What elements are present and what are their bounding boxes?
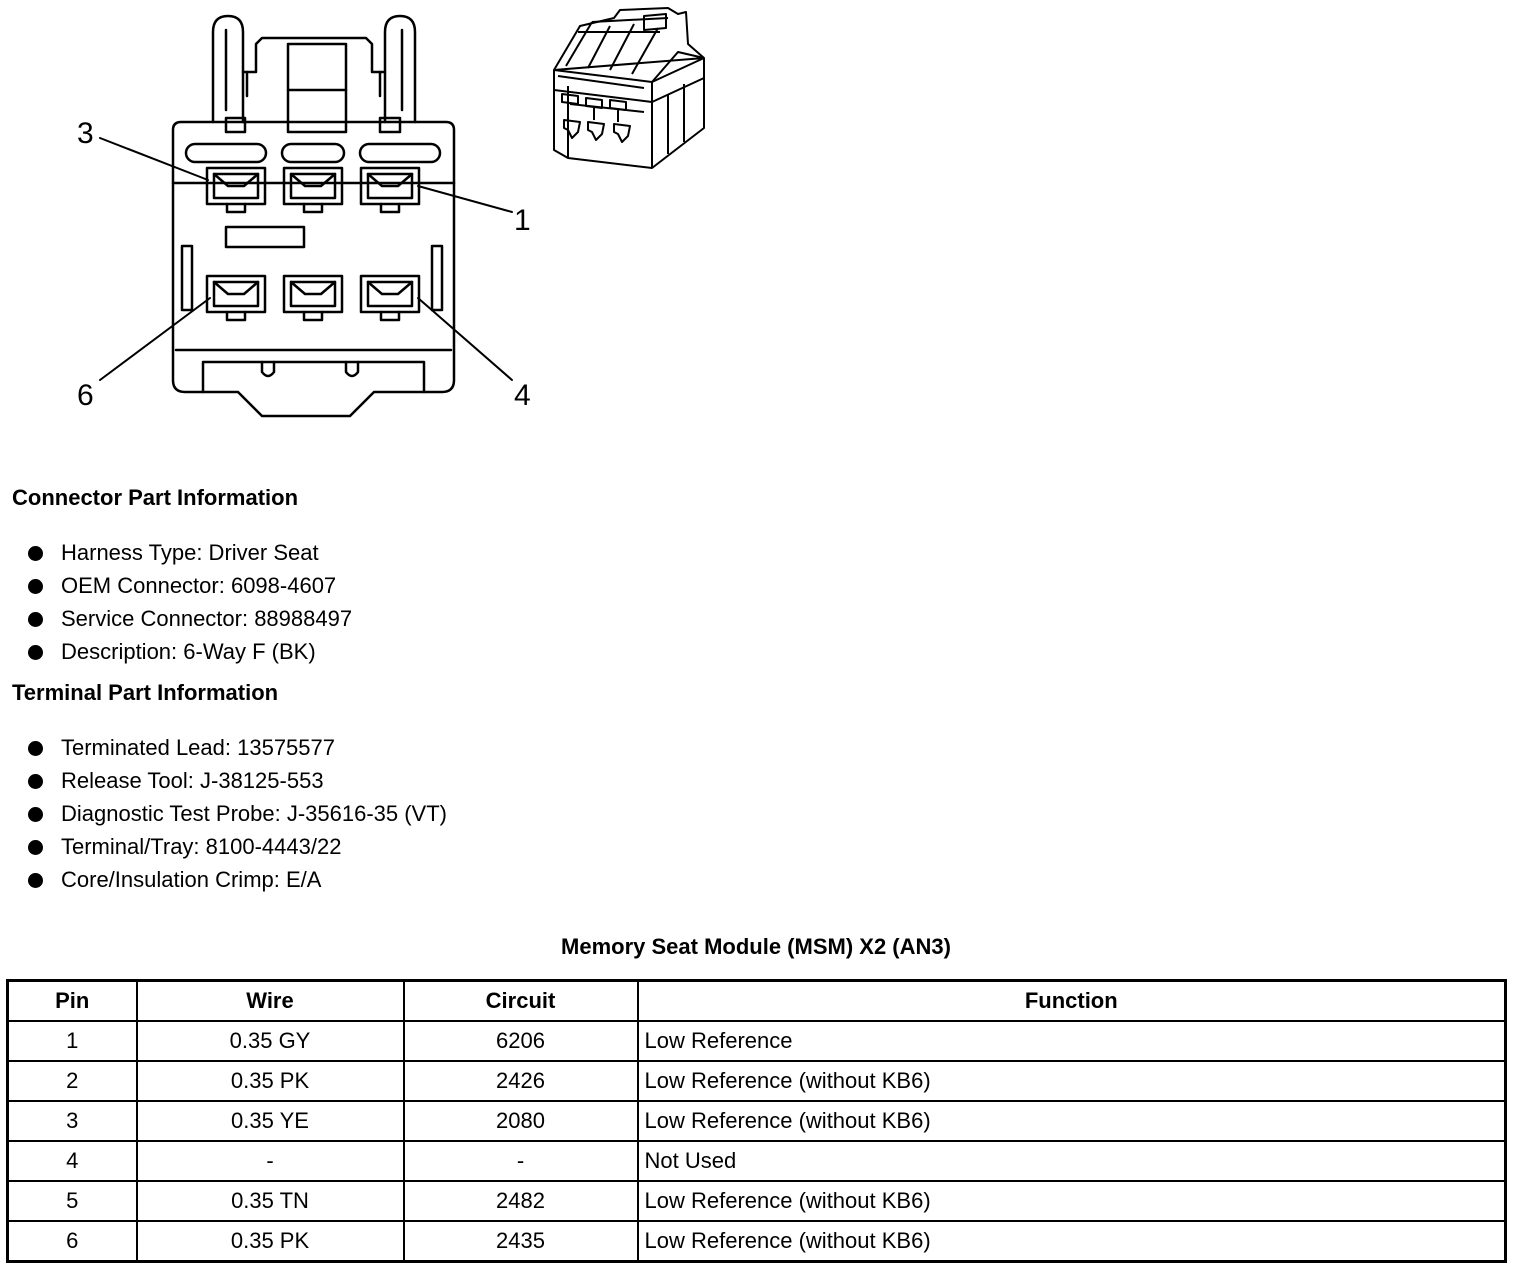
cell-function: Low Reference (without KB6) xyxy=(636,1180,1507,1222)
cell-pin: 4 xyxy=(6,1140,138,1182)
bullet-icon xyxy=(28,807,43,822)
bullet-icon xyxy=(28,774,43,789)
connector-info-list: Harness Type: Driver Seat OEM Connector:… xyxy=(28,536,352,668)
cell-pin: 1 xyxy=(6,1020,138,1062)
header-circuit: Circuit xyxy=(402,979,639,1022)
cell-pin: 2 xyxy=(6,1060,138,1102)
pin-table-title: Memory Seat Module (MSM) X2 (AN3) xyxy=(561,934,951,959)
table-row: 6 0.35 PK 2435 Low Reference (without KB… xyxy=(6,1220,1507,1263)
list-item: Service Connector: 88988497 xyxy=(28,602,352,635)
bullet-icon xyxy=(28,645,43,660)
list-item: Terminal/Tray: 8100-4443/22 xyxy=(28,830,447,863)
cell-wire: 0.35 YE xyxy=(135,1100,405,1142)
bullet-icon xyxy=(28,546,43,561)
list-item: OEM Connector: 6098-4607 xyxy=(28,569,352,602)
cell-wire: - xyxy=(135,1140,405,1182)
list-item: Terminated Lead: 13575577 xyxy=(28,731,447,764)
cell-pin: 6 xyxy=(6,1220,138,1263)
cell-wire: 0.35 GY xyxy=(135,1020,405,1062)
terminal-info-title: Terminal Part Information xyxy=(12,680,279,705)
terminal-info-list: Terminated Lead: 13575577 Release Tool: … xyxy=(28,731,447,896)
table-row: 5 0.35 TN 2482 Low Reference (without KB… xyxy=(6,1180,1507,1222)
list-item: Description: 6-Way F (BK) xyxy=(28,635,352,668)
connector-isometric-illustration xyxy=(553,7,705,169)
list-item: Core/Insulation Crimp: E/A xyxy=(28,863,447,896)
table-row: 2 0.35 PK 2426 Low Reference (without KB… xyxy=(6,1060,1507,1102)
bullet-icon xyxy=(28,873,43,888)
cell-wire: 0.35 PK xyxy=(135,1060,405,1102)
cell-circuit: - xyxy=(402,1140,639,1182)
cell-function: Low Reference xyxy=(636,1020,1507,1062)
list-item: Harness Type: Driver Seat xyxy=(28,536,352,569)
table-header-row: Pin Wire Circuit Function xyxy=(6,979,1507,1022)
cell-circuit: 2080 xyxy=(402,1100,639,1142)
pin-label-3: 3 xyxy=(77,117,94,150)
cell-circuit: 2482 xyxy=(402,1180,639,1222)
header-wire: Wire xyxy=(135,979,405,1022)
cell-function: Low Reference (without KB6) xyxy=(636,1100,1507,1142)
cell-function: Low Reference (without KB6) xyxy=(636,1060,1507,1102)
cell-wire: 0.35 PK xyxy=(135,1220,405,1263)
connector-info-title: Connector Part Information xyxy=(12,485,299,510)
cell-circuit: 2435 xyxy=(402,1220,639,1263)
table-row: 3 0.35 YE 2080 Low Reference (without KB… xyxy=(6,1100,1507,1142)
bullet-icon xyxy=(28,579,43,594)
header-function: Function xyxy=(636,979,1507,1022)
pin-label-1: 1 xyxy=(514,204,531,237)
pin-table: Pin Wire Circuit Function 1 0.35 GY 6206… xyxy=(6,979,1507,1263)
cell-pin: 5 xyxy=(6,1180,138,1222)
cell-pin: 3 xyxy=(6,1100,138,1142)
list-item: Release Tool: J-38125-553 xyxy=(28,764,447,797)
header-pin: Pin xyxy=(6,979,138,1022)
table-row: 1 0.35 GY 6206 Low Reference xyxy=(6,1020,1507,1062)
cell-wire: 0.35 TN xyxy=(135,1180,405,1222)
cell-function: Not Used xyxy=(636,1140,1507,1182)
bullet-icon xyxy=(28,612,43,627)
pin-label-4: 4 xyxy=(514,379,531,412)
cell-function: Low Reference (without KB6) xyxy=(636,1220,1507,1263)
list-item: Diagnostic Test Probe: J-35616-35 (VT) xyxy=(28,797,447,830)
cell-circuit: 2426 xyxy=(402,1060,639,1102)
connector-face-diagram: 3 1 6 4 xyxy=(77,14,531,418)
pin-label-6: 6 xyxy=(77,379,94,412)
cell-circuit: 6206 xyxy=(402,1020,639,1062)
bullet-icon xyxy=(28,741,43,756)
bullet-icon xyxy=(28,840,43,855)
table-row: 4 - - Not Used xyxy=(6,1140,1507,1182)
